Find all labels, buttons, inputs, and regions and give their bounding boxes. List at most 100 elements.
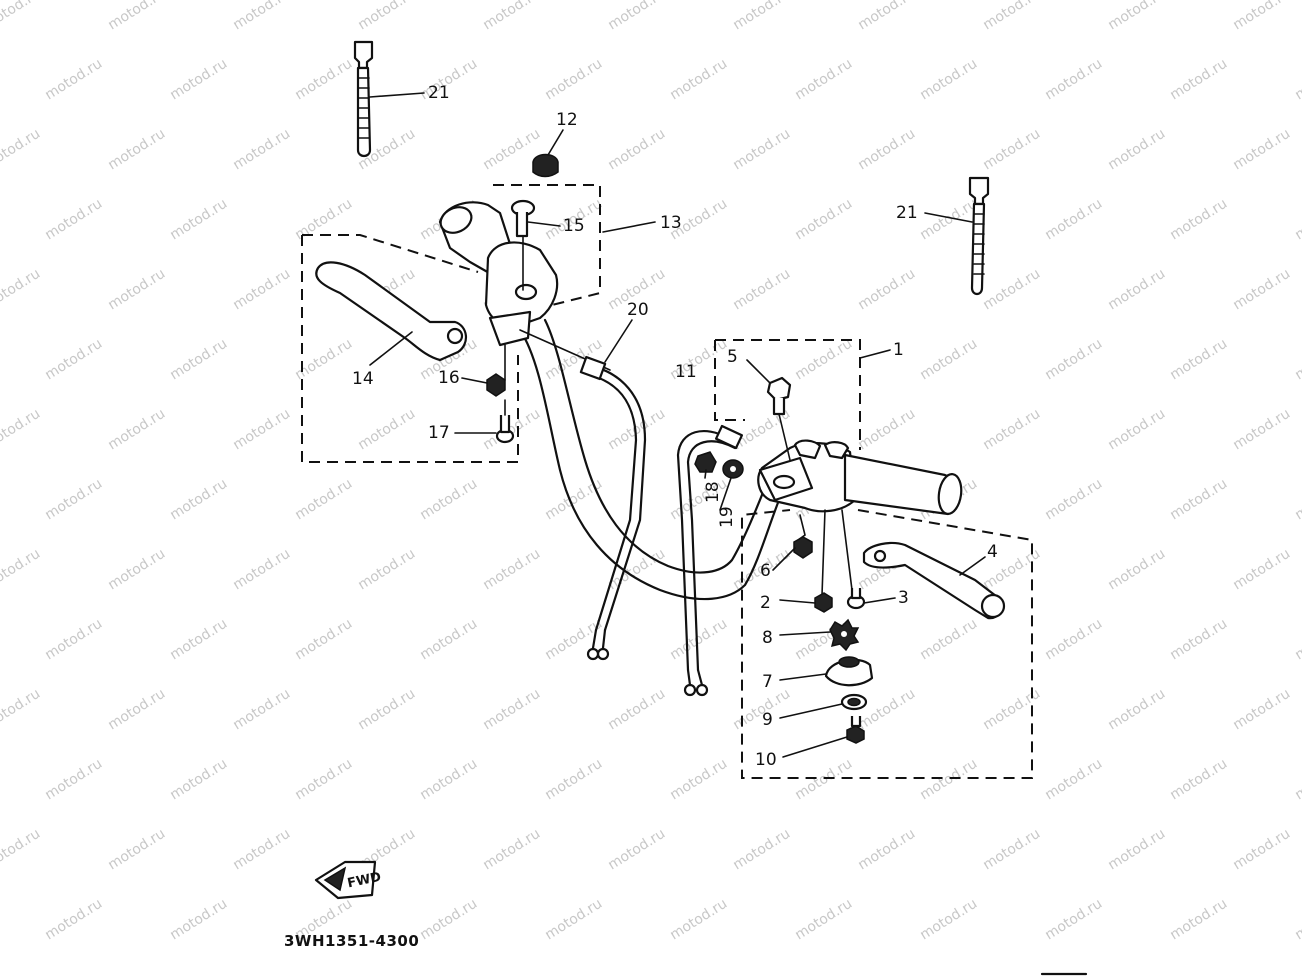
- cable-11: [676, 424, 744, 697]
- watermark-text: motod.ru: [542, 896, 605, 944]
- watermark-text: motod.ru: [105, 546, 168, 594]
- right-lever-group-box: [714, 339, 1033, 779]
- callout-18: 18: [703, 481, 723, 503]
- watermark-text: motod.ru: [1167, 476, 1230, 524]
- watermark-text: motod.ru: [0, 266, 43, 314]
- watermark-text: motod.ru: [1042, 56, 1105, 104]
- watermark-text: motod.ru: [980, 406, 1043, 454]
- watermark-text: motod.ru: [1292, 476, 1302, 524]
- nut-6: [793, 514, 813, 559]
- watermark-text: motod.ru: [542, 56, 605, 104]
- watermark-text: motod.ru: [230, 546, 293, 594]
- watermark-text: motod.ru: [167, 336, 230, 384]
- watermark-text: motod.ru: [417, 756, 480, 804]
- watermark-text: motod.ru: [855, 826, 918, 874]
- watermark-text: motod.ru: [917, 56, 980, 104]
- watermark-text: motod.ru: [1167, 616, 1230, 664]
- watermark-text: motod.ru: [1105, 0, 1168, 33]
- watermark-text: motod.ru: [417, 476, 480, 524]
- cable-tie-right: [968, 176, 990, 296]
- watermark-text: motod.ru: [167, 56, 230, 104]
- watermark-text: motod.ru: [230, 0, 293, 33]
- watermark-text: motod.ru: [1292, 756, 1302, 804]
- watermark-text: motod.ru: [1042, 196, 1105, 244]
- watermark-text: motod.ru: [605, 686, 668, 734]
- watermark-text: motod.ru: [292, 56, 355, 104]
- watermark-text: motod.ru: [542, 476, 605, 524]
- watermark-text: motod.ru: [917, 336, 980, 384]
- watermark-text: motod.ru: [1105, 686, 1168, 734]
- watermark-text: motod.ru: [480, 686, 543, 734]
- watermark-text: motod.ru: [1042, 756, 1105, 804]
- watermark-text: motod.ru: [980, 826, 1043, 874]
- nut-16: [486, 344, 506, 397]
- watermark-text: motod.ru: [0, 0, 43, 33]
- watermark-text: motod.ru: [292, 616, 355, 664]
- watermark-text: motod.ru: [1292, 336, 1302, 384]
- watermark-text: motod.ru: [230, 126, 293, 174]
- watermark-text: motod.ru: [667, 756, 730, 804]
- watermark-text: motod.ru: [1230, 126, 1293, 174]
- watermark-text: motod.ru: [167, 896, 230, 944]
- watermark-text: motod.ru: [980, 686, 1043, 734]
- watermark-text: motod.ru: [542, 756, 605, 804]
- watermark-text: motod.ru: [480, 0, 543, 33]
- watermark-text: motod.ru: [855, 0, 918, 33]
- watermark-text: motod.ru: [1105, 546, 1168, 594]
- callout-10: 10: [755, 750, 777, 770]
- watermark-text: motod.ru: [605, 126, 668, 174]
- bolt-15: [510, 199, 536, 291]
- watermark-text: motod.ru: [980, 266, 1043, 314]
- left-lever-group-box: [301, 184, 601, 463]
- watermark-text: motod.ru: [0, 686, 43, 734]
- watermark-text: motod.ru: [1042, 476, 1105, 524]
- left-clamp: [484, 241, 611, 371]
- watermark-text: motod.ru: [105, 266, 168, 314]
- watermark-text: motod.ru: [0, 406, 43, 454]
- watermark-text: motod.ru: [292, 756, 355, 804]
- cable-tie-left: [353, 40, 374, 158]
- right-clamp: [757, 439, 857, 513]
- washer-19: [722, 459, 744, 479]
- watermark-text: motod.ru: [105, 826, 168, 874]
- screw-17: [495, 399, 515, 444]
- callout-11: 11: [675, 362, 697, 382]
- watermark-text: motod.ru: [605, 826, 668, 874]
- callout-16: 16: [438, 368, 460, 388]
- watermark-text: motod.ru: [230, 686, 293, 734]
- leader-lines: [369, 92, 986, 758]
- callout-1: 1: [893, 340, 904, 360]
- watermark-text: motod.ru: [42, 476, 105, 524]
- watermark-text: motod.ru: [105, 126, 168, 174]
- watermark-text: motod.ru: [1230, 686, 1293, 734]
- watermark-text: motod.ru: [355, 546, 418, 594]
- watermark-text: motod.ru: [417, 616, 480, 664]
- callout-8: 8: [762, 628, 773, 648]
- fwd-arrow-badge: FWD: [314, 860, 383, 900]
- watermark-text: motod.ru: [355, 0, 418, 33]
- callout-19: 19: [717, 506, 737, 528]
- watermark-text: motod.ru: [1105, 266, 1168, 314]
- watermark-text: motod.ru: [105, 686, 168, 734]
- watermark-text: motod.ru: [42, 616, 105, 664]
- right-grip: [843, 453, 963, 516]
- watermark-text: motod.ru: [0, 546, 43, 594]
- callout-4: 4: [987, 542, 998, 562]
- watermark-text: motod.ru: [1167, 56, 1230, 104]
- watermark-text: motod.ru: [792, 896, 855, 944]
- watermark-text: motod.ru: [855, 406, 918, 454]
- watermark-text: motod.ru: [917, 896, 980, 944]
- watermark-text: motod.ru: [730, 266, 793, 314]
- watermark-text: motod.ru: [230, 266, 293, 314]
- watermark-text: motod.ru: [167, 476, 230, 524]
- watermark-text: motod.ru: [1167, 756, 1230, 804]
- watermark-text: motod.ru: [42, 56, 105, 104]
- watermark-text: motod.ru: [667, 56, 730, 104]
- watermark-text: motod.ru: [1105, 126, 1168, 174]
- callout-2: 2: [760, 593, 771, 613]
- callout-5: 5: [727, 347, 738, 367]
- lockwasher-8: [829, 618, 860, 652]
- watermark-text: motod.ru: [917, 196, 980, 244]
- drawing-code: 3WH1351-4300: [284, 932, 419, 950]
